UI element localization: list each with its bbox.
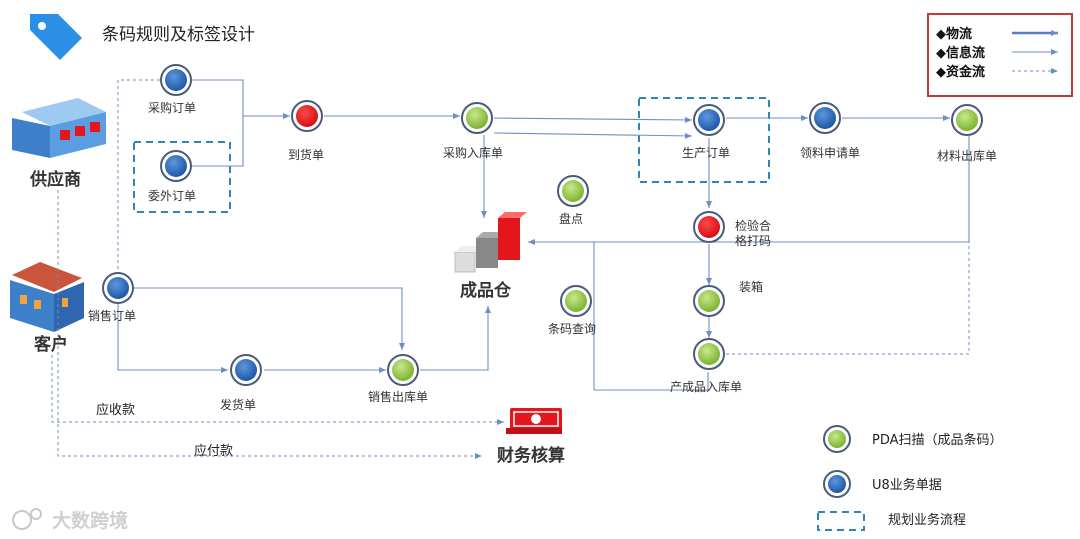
node-purchase-in <box>461 102 493 134</box>
node-production-order <box>693 104 725 136</box>
label-purchase-order: 采购订单 <box>148 100 196 115</box>
label-product-in: 产成品入库单 <box>670 379 742 394</box>
node-sales-order <box>102 272 134 304</box>
legend-pda-label: PDA扫描（成品条码） <box>872 432 1003 448</box>
label-sales-order: 销售订单 <box>88 308 136 323</box>
customer-label: 客户 <box>33 334 68 355</box>
label-packing: 装箱 <box>739 279 763 294</box>
customer-building-icon <box>10 262 84 332</box>
legend-logistics: ◆物流 <box>936 26 972 42</box>
label-production-order: 生产订单 <box>682 146 730 160</box>
legend-planned-label: 规划业务流程 <box>888 512 966 528</box>
watermark-text: 大数跨境 <box>52 509 128 532</box>
node-inspection <box>693 211 725 243</box>
legend-u8-label: U8业务单据 <box>872 477 942 493</box>
node-material-request <box>809 102 841 134</box>
page-title: 条码规则及标签设计 <box>102 25 255 45</box>
supplier-label: 供应商 <box>29 169 81 190</box>
label-barcode-query: 条码查询 <box>548 322 596 336</box>
payable-label: 应付款 <box>194 443 233 459</box>
legend-fund: ◆资金流 <box>936 64 985 80</box>
node-packing <box>693 285 725 317</box>
legend-information: ◆信息流 <box>936 45 985 61</box>
finance-label: 财务核算 <box>496 445 565 466</box>
receivable-label: 应收款 <box>96 402 135 418</box>
money-icon <box>506 408 562 434</box>
legend-pda <box>823 425 851 453</box>
legend-planned-box <box>817 511 865 531</box>
flow-legend: ◆物流 ◆信息流 ◆资金流 <box>927 13 1073 97</box>
dashed-lines <box>51 79 970 459</box>
node-delivery <box>230 354 262 386</box>
label-arrival: 到货单 <box>288 147 324 162</box>
label-material-out: 材料出库单 <box>937 148 997 163</box>
supplier-building-icon <box>12 98 106 158</box>
label-purchase-in: 采购入库单 <box>443 145 503 160</box>
flow-lines <box>117 79 970 391</box>
label-outsource-order: 委外订单 <box>148 189 196 203</box>
node-inventory-check <box>557 175 589 207</box>
production-planned-box <box>638 97 770 183</box>
legend-u8 <box>823 470 851 498</box>
node-product-in <box>693 338 725 370</box>
node-material-out <box>951 104 983 136</box>
warehouse-label: 成品仓 <box>460 280 512 301</box>
node-purchase-order <box>160 64 192 96</box>
label-delivery: 发货单 <box>220 397 256 412</box>
node-sales-out <box>387 354 419 386</box>
label-inspection-2: 格打码 <box>735 233 771 248</box>
tag-icon <box>30 14 82 60</box>
warehouse-icon <box>454 212 527 273</box>
node-barcode-query <box>560 285 592 317</box>
node-arrival <box>291 100 323 132</box>
outsource-planned-box <box>133 141 231 213</box>
node-outsource-order <box>160 150 192 182</box>
label-inventory-check: 盘点 <box>559 211 583 226</box>
watermark-logo-icon <box>12 508 42 530</box>
label-material-request: 领料申请单 <box>800 146 860 160</box>
label-sales-out: 销售出库单 <box>368 389 428 404</box>
label-inspection-1: 检验合 <box>735 218 771 233</box>
